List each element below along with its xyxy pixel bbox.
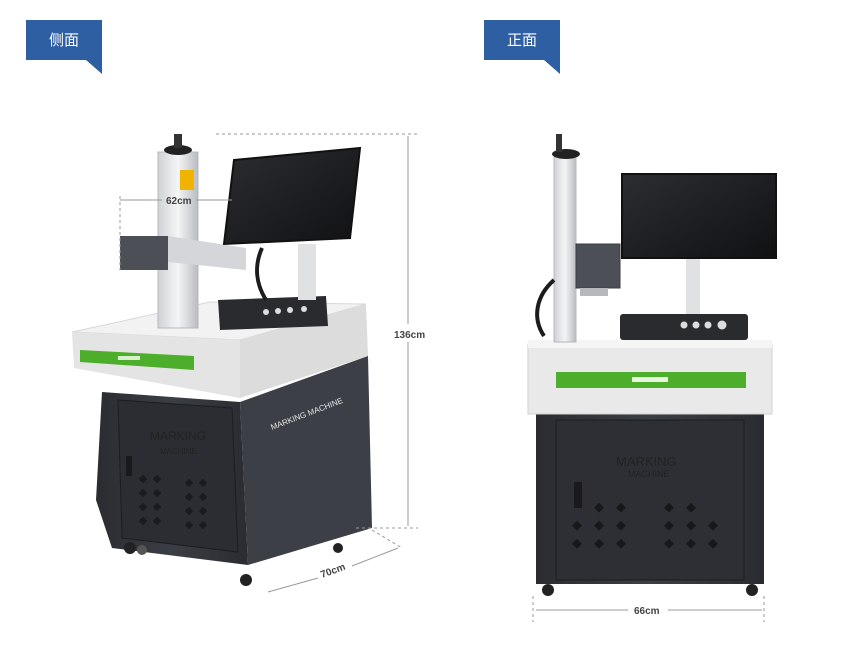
- side-brand-line2: MACHINE: [160, 447, 197, 456]
- front-column: [553, 155, 577, 343]
- side-door-handle: [126, 456, 132, 476]
- side-monitor: [222, 146, 362, 246]
- height-dimension: 136cm: [394, 330, 425, 341]
- front-laser-head: [575, 243, 621, 289]
- front-vent-grid: [572, 502, 718, 549]
- front-view-machine: MARKING MACHINE: [527, 134, 777, 596]
- side-cabinet-door: [117, 399, 239, 553]
- front-door-handle: [574, 482, 582, 508]
- side-monitor-stand: [298, 244, 316, 300]
- front-view-label: 正面: [506, 31, 537, 49]
- side-cabinet-side: [240, 356, 372, 565]
- side-arm: [168, 236, 246, 270]
- front-dimension-lines: [532, 596, 765, 622]
- front-monitor: [621, 173, 777, 259]
- front-monitor-stand: [686, 258, 700, 314]
- depth-dimension: 70cm: [319, 562, 347, 581]
- side-view-machine: MARKING MACHINE MARKING MACHINE: [71, 134, 372, 586]
- side-view-tag: 侧面: [26, 20, 102, 74]
- side-dimension-lines: [119, 133, 418, 593]
- front-view-tag: 正面: [484, 20, 560, 74]
- width-dimension: 66cm: [634, 606, 660, 617]
- side-control-panel: [218, 296, 328, 330]
- arm-reach-dimension: 62cm: [166, 196, 192, 207]
- front-brand-line1: MARKING: [616, 454, 677, 469]
- side-laser-head: [120, 236, 168, 270]
- side-brand-line1: MARKING: [150, 429, 206, 443]
- front-brand-line2: MACHINE: [628, 469, 670, 479]
- side-column-knob: [164, 145, 192, 155]
- front-cabinet-door: [555, 419, 745, 581]
- side-table-side: [240, 304, 368, 398]
- side-view-label: 侧面: [48, 31, 79, 49]
